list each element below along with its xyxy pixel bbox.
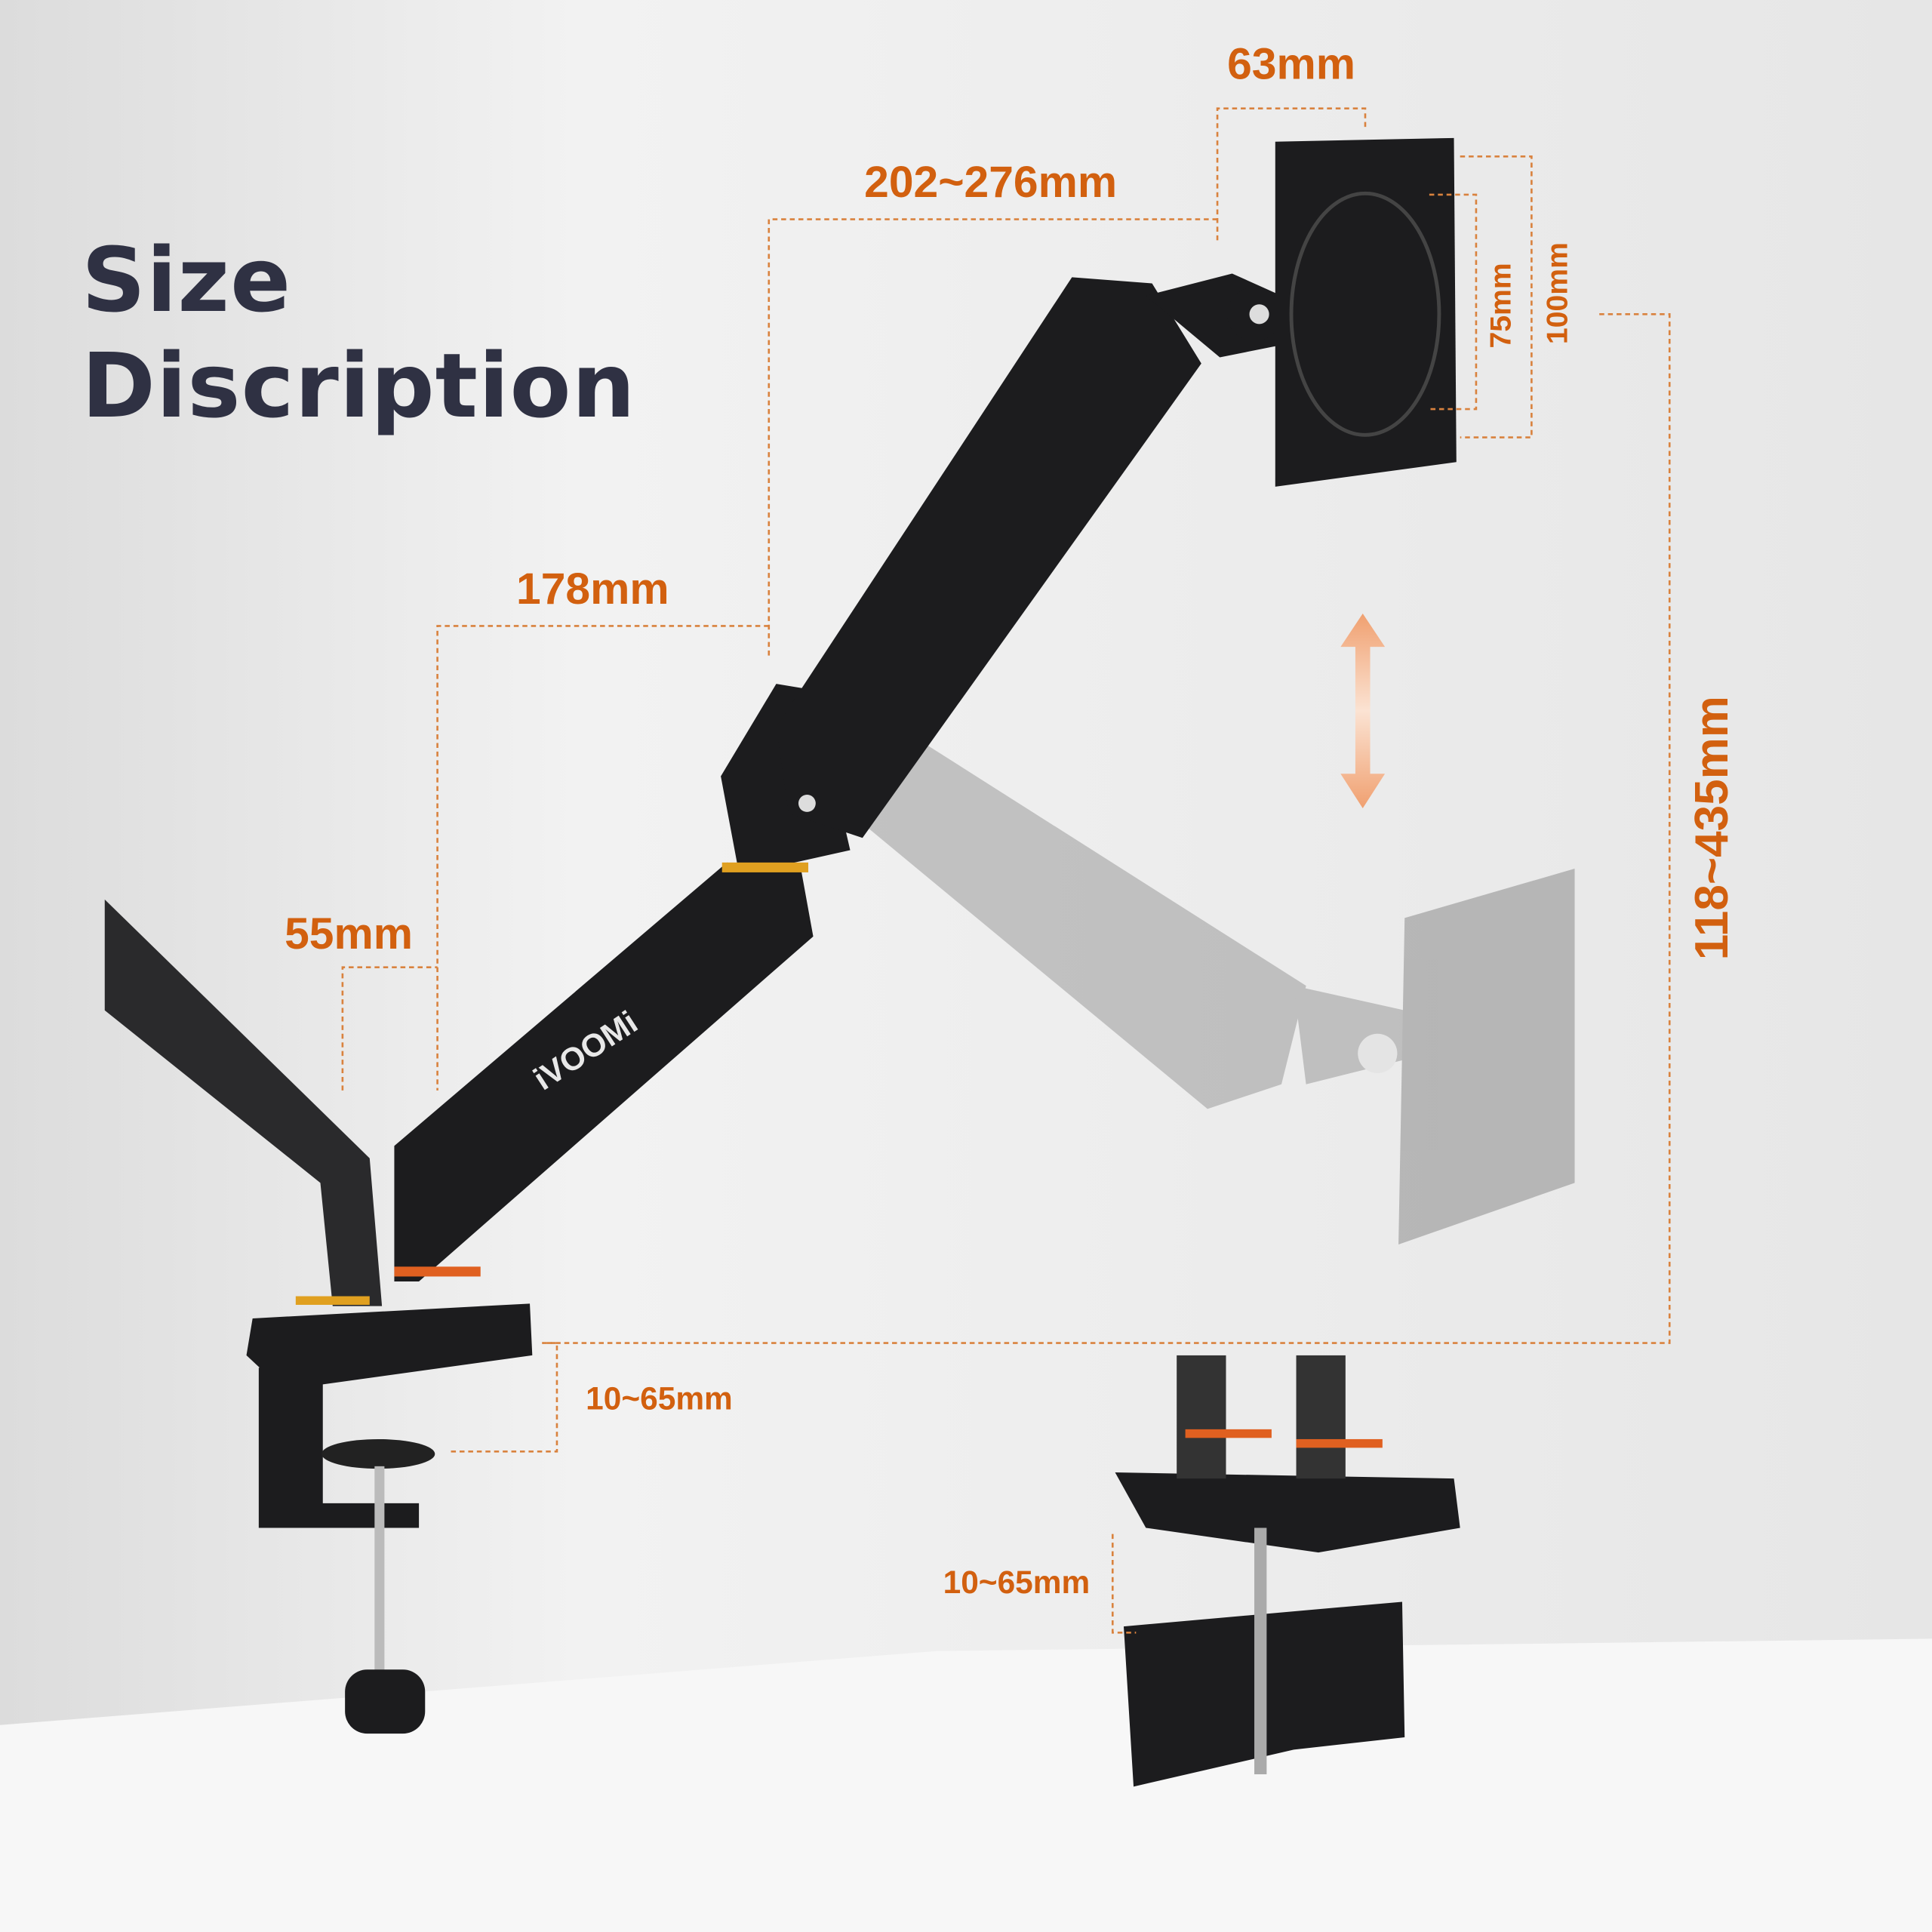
tabletop xyxy=(0,1638,1932,1932)
lowered-arm-ghost xyxy=(850,739,1575,1244)
page-title-line2: Discription xyxy=(82,334,636,438)
dim-clamp-thickness-b: 10~65mm xyxy=(943,1564,1091,1600)
dim-vesa-small: 75mm xyxy=(1485,263,1518,348)
dim-vesa-offset: 63mm xyxy=(1227,39,1355,88)
dim-height-range: 118~435mm xyxy=(1686,696,1738,960)
second-arm xyxy=(104,899,383,1306)
dim-clamp-thickness-a: 10~65mm xyxy=(586,1381,733,1417)
dim-pole-offset: 55mm xyxy=(285,909,413,958)
monitor-arm xyxy=(246,137,1460,1787)
adjust-height-arrow-icon xyxy=(1340,614,1386,809)
dim-arm-extension: 202~276mm xyxy=(864,158,1117,207)
dim-vesa-large: 100mm xyxy=(1542,242,1574,344)
page-title-line1: Size xyxy=(82,228,292,332)
dim-lower-arm: 178mm xyxy=(516,565,669,614)
dimension-lines xyxy=(341,107,1671,1634)
